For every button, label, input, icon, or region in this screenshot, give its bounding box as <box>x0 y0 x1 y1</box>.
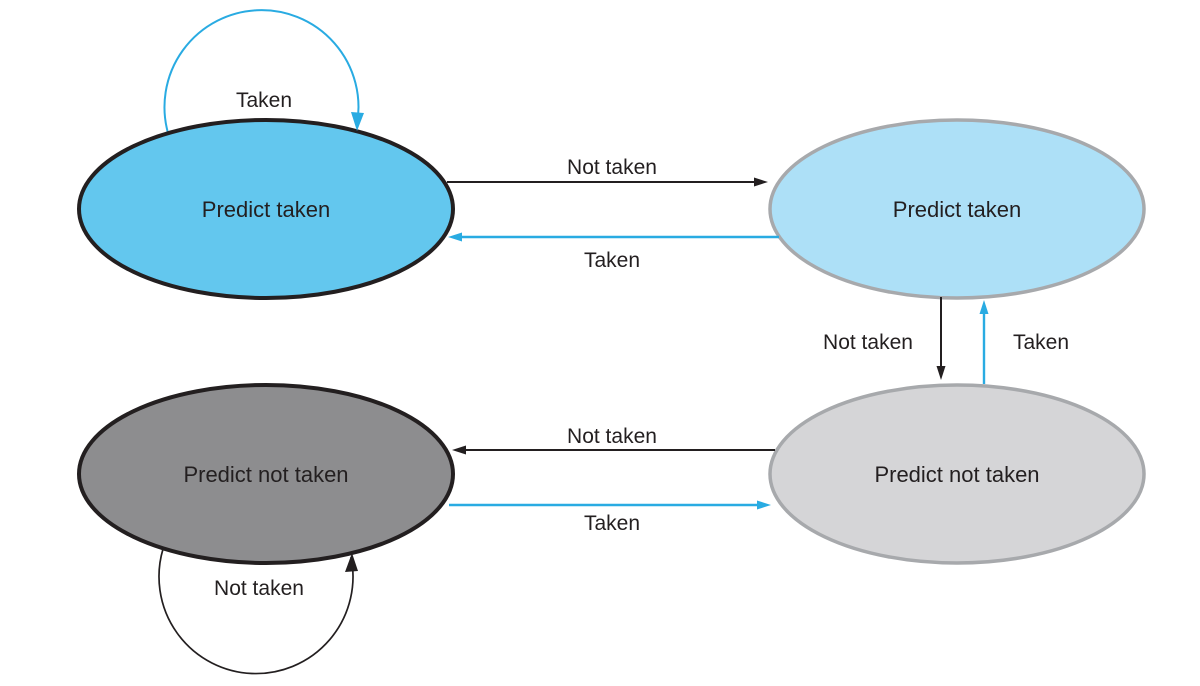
state-label-strong-predict-not-taken: Predict not taken <box>183 462 348 487</box>
transition-label-middle-taken: Taken <box>1013 331 1069 354</box>
state-label-weak-predict-not-taken: Predict not taken <box>874 462 1039 487</box>
arrowhead-down-icon <box>936 366 946 380</box>
arrowhead-right-icon <box>757 500 771 510</box>
transition-label-bottom-taken: Taken <box>584 512 640 535</box>
transition-label-top-not-taken: Not taken <box>567 156 657 179</box>
transition-label-bottom-not-taken: Not taken <box>567 425 657 448</box>
self-loop-arc-strong-taken <box>163 9 360 134</box>
self-loop-arc-strong-not-taken <box>158 548 354 675</box>
arrowhead-left-icon <box>452 445 466 455</box>
state-strong-predict-not-taken <box>77 383 455 565</box>
state-label-strong-predict-taken: Predict taken <box>202 197 330 222</box>
arrowhead-self-loop-not-taken-icon <box>345 553 358 572</box>
state-weak-predict-not-taken <box>768 383 1146 565</box>
arrowhead-right-icon <box>754 177 768 187</box>
transition-label-self-not-taken: Not taken <box>214 577 304 600</box>
state-weak-predict-taken <box>768 118 1146 300</box>
transition-label-middle-not-taken: Not taken <box>823 331 913 354</box>
state-strong-predict-taken <box>77 118 455 300</box>
transition-label-top-taken: Taken <box>584 249 640 272</box>
state-label-weak-predict-taken: Predict taken <box>893 197 1021 222</box>
transition-label-self-taken: Taken <box>236 89 292 112</box>
arrowhead-up-icon <box>979 300 989 314</box>
arrowhead-self-loop-taken-icon <box>351 112 364 131</box>
arrowhead-left-icon <box>448 232 462 242</box>
